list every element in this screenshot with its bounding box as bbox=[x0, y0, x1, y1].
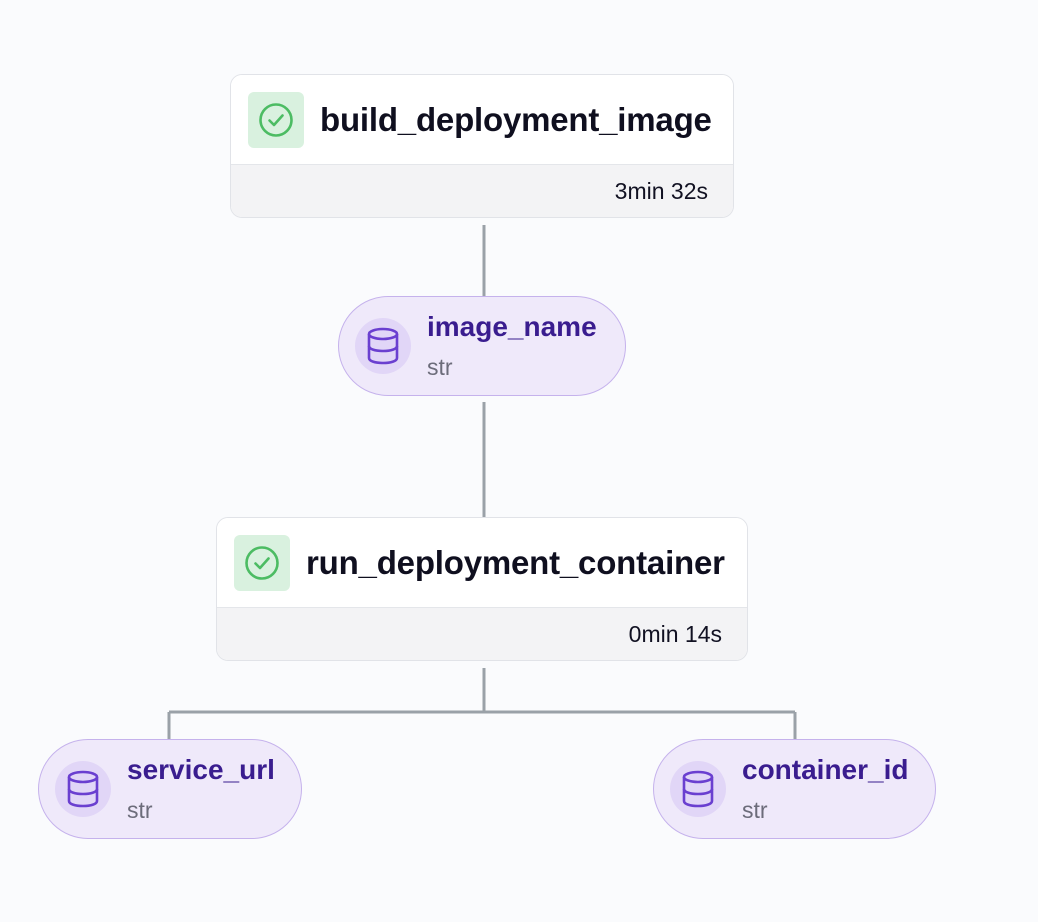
artifact-text: image_name str bbox=[427, 310, 597, 380]
check-circle-icon bbox=[234, 534, 290, 591]
check-circle-icon bbox=[248, 91, 304, 148]
artifact-type: str bbox=[127, 796, 153, 823]
step-name: run_deployment_container bbox=[306, 543, 725, 581]
database-icon bbox=[355, 318, 411, 374]
artifact-type: str bbox=[427, 353, 453, 380]
step-node-run-deployment-container[interactable]: run_deployment_container 0min 14s bbox=[216, 517, 748, 661]
artifact-name: container_id bbox=[742, 753, 909, 785]
artifact-node-container-id[interactable]: container_id str bbox=[653, 739, 936, 839]
step-duration: 0min 14s bbox=[628, 620, 722, 647]
step-header: run_deployment_container bbox=[217, 518, 747, 608]
step-duration: 3min 32s bbox=[614, 177, 708, 204]
step-footer: 3min 32s bbox=[231, 165, 733, 217]
database-icon bbox=[55, 761, 111, 817]
artifact-node-service-url[interactable]: service_url str bbox=[38, 739, 302, 839]
step-node-build-deployment-image[interactable]: build_deployment_image 3min 32s bbox=[230, 74, 734, 218]
artifact-type: str bbox=[742, 796, 768, 823]
artifact-text: service_url str bbox=[127, 753, 275, 823]
step-header: build_deployment_image bbox=[231, 75, 733, 165]
step-name: build_deployment_image bbox=[320, 100, 712, 138]
artifact-text: container_id str bbox=[742, 753, 909, 823]
database-icon bbox=[670, 761, 726, 817]
artifact-name: image_name bbox=[427, 310, 597, 342]
step-footer: 0min 14s bbox=[217, 608, 747, 660]
artifact-name: service_url bbox=[127, 753, 275, 785]
artifact-node-image-name[interactable]: image_name str bbox=[338, 296, 626, 396]
